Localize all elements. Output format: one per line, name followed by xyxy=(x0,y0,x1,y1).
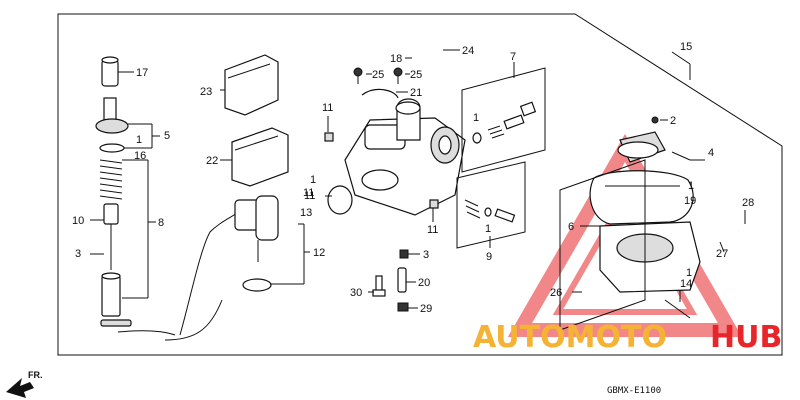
diagram-code: GBMX-E1100 xyxy=(607,386,661,396)
direction-label: FR. xyxy=(28,370,43,380)
callout-9: 9 xyxy=(486,251,492,263)
callout-26: 26 xyxy=(550,287,562,299)
callout-1-mid: 1 xyxy=(310,174,316,186)
pilot-screw-set xyxy=(464,101,537,223)
cover-22 xyxy=(231,127,289,187)
callout-21: 21 xyxy=(410,87,422,99)
pin-4 xyxy=(671,151,691,161)
callout-7: 7 xyxy=(510,51,516,63)
callout-30: 30 xyxy=(350,287,362,299)
jets-lower xyxy=(372,249,409,312)
top-cover-23 xyxy=(224,54,279,116)
callout-20: 20 xyxy=(418,277,430,289)
callout-4: 4 xyxy=(708,147,714,159)
callout-22: 22 xyxy=(206,155,218,167)
bracket-7 xyxy=(461,67,546,173)
callout-1-drain: 1 xyxy=(686,267,692,279)
callout-8: 8 xyxy=(158,217,164,229)
callout-11-top: 11 xyxy=(322,102,333,114)
callout-1-float: 1 xyxy=(688,180,694,192)
callout-11-mid: 11 xyxy=(304,190,315,202)
part-2 xyxy=(651,116,659,124)
callout-11-low: 11 xyxy=(427,224,438,236)
callout-15: 15 xyxy=(680,41,692,53)
callout-1-pilot-2: 1 xyxy=(485,223,491,235)
callout-labels: 17 5 1 16 23 22 8 10 3 12 13 11 1 11 18 … xyxy=(72,41,754,315)
callout-1: 1 xyxy=(136,134,142,146)
callout-13: 13 xyxy=(300,207,312,219)
callout-1-pilot: 1 xyxy=(473,112,479,124)
callout-25-b: 25 xyxy=(410,69,422,81)
auto-choke-13 xyxy=(234,195,279,292)
bracket-6 xyxy=(559,159,646,331)
watermark-logo: AUTOMOTO HUB xyxy=(473,320,782,355)
callout-10: 10 xyxy=(72,215,84,227)
callout-29: 29 xyxy=(420,303,432,315)
plug-11 xyxy=(324,132,334,142)
callout-12: 12 xyxy=(313,247,325,259)
callout-14: 14 xyxy=(680,278,692,290)
callout-3-jet: 3 xyxy=(423,249,429,261)
callout-11-ring: 11 xyxy=(303,187,314,199)
leader-lines xyxy=(90,49,746,309)
callout-2: 2 xyxy=(670,115,676,127)
bracket-9 xyxy=(456,161,526,249)
callout-23: 23 xyxy=(200,86,212,98)
callout-28: 28 xyxy=(742,197,754,209)
diagram-border xyxy=(57,13,783,356)
callout-25-a: 25 xyxy=(372,69,384,81)
watermark-text-1: AUTOMOTO xyxy=(473,320,667,355)
callout-18: 18 xyxy=(390,53,402,65)
screws-25 xyxy=(353,67,403,84)
callout-16: 16 xyxy=(134,150,146,162)
o-ring-11 xyxy=(327,185,353,215)
callout-27: 27 xyxy=(716,248,728,260)
carburetor-body xyxy=(344,88,466,216)
callout-6: 6 xyxy=(568,221,574,233)
callout-19: 19 xyxy=(684,195,696,207)
callout-3: 3 xyxy=(75,248,81,260)
choke-wire-2 xyxy=(164,299,223,341)
plug-11b xyxy=(429,199,439,209)
front-direction-arrow: FR. xyxy=(6,370,43,398)
callout-17: 17 xyxy=(136,67,148,79)
jet-needle-assembly xyxy=(95,56,176,336)
callout-24: 24 xyxy=(462,45,474,57)
callout-5: 5 xyxy=(164,130,170,142)
choke-wire xyxy=(179,209,243,336)
watermark-text-2: HUB xyxy=(710,320,782,355)
